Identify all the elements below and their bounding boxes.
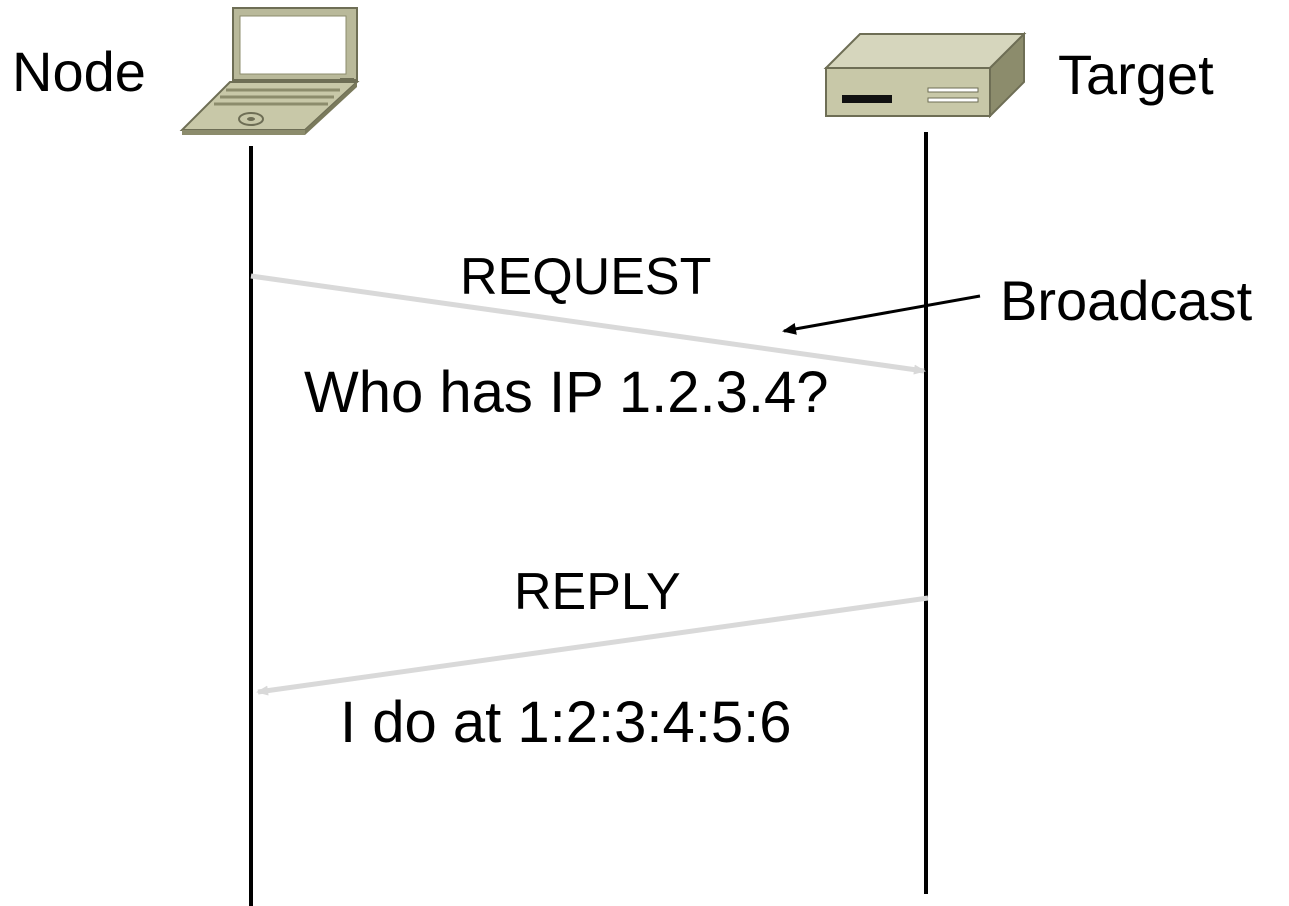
target-label: Target [1058,43,1214,106]
node-label: Node [12,40,146,103]
request-label: REQUEST [460,248,712,306]
broadcast-label: Broadcast [1000,269,1253,332]
request-message: Who has IP 1.2.3.4? [304,360,829,425]
broadcast-pointer-arrow [782,294,981,335]
reply-message: I do at 1:2:3:4:5:6 [340,690,792,755]
reply-label: REPLY [514,563,681,621]
laptop-icon [179,7,360,135]
network-device-icon [823,31,1027,119]
request-arrow [250,273,926,375]
reply-arrow [256,595,929,696]
